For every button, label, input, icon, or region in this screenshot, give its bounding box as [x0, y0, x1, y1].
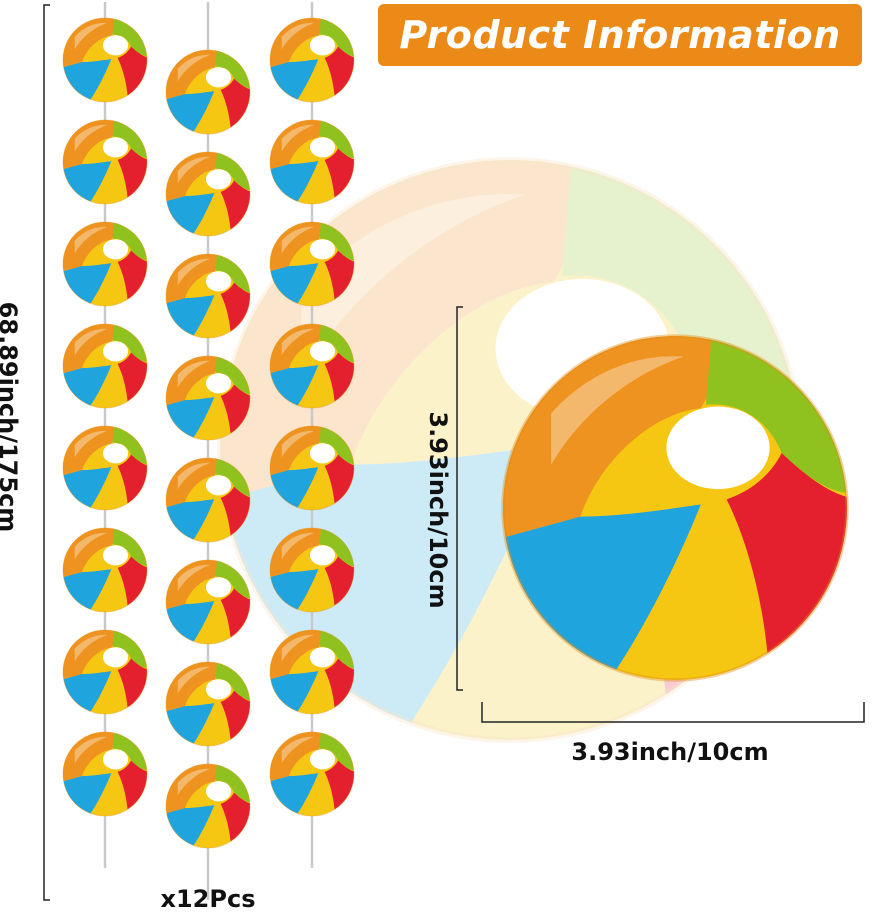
ball-width-label: 3.93inch/10cm	[571, 738, 769, 766]
ball-height-label: 3.93inch/10cm	[424, 411, 452, 609]
garland-ball	[59, 422, 151, 514]
product-information-banner: Product Information	[378, 4, 862, 66]
garland-ball	[162, 46, 254, 138]
quantity-label: x12Pcs	[160, 885, 256, 913]
garland-ball	[162, 556, 254, 648]
garland-ball	[162, 658, 254, 750]
garland-ball	[59, 218, 151, 310]
dimension-lines	[43, 4, 865, 901]
garland-ball	[266, 728, 358, 820]
garland-ball	[59, 728, 151, 820]
garland-ball	[162, 148, 254, 240]
garland-ball	[59, 14, 151, 106]
garland-ball	[59, 116, 151, 208]
garland-ball	[162, 760, 254, 852]
garland-ball	[59, 524, 151, 616]
total-length-label: 68.89inch/175cm	[0, 301, 22, 533]
banner-title: Product Information	[399, 13, 841, 57]
garland-ball	[162, 250, 254, 342]
garland-ball	[266, 14, 358, 106]
garland-ball	[59, 626, 151, 718]
garland-ball	[59, 320, 151, 412]
garland-ball	[266, 116, 358, 208]
